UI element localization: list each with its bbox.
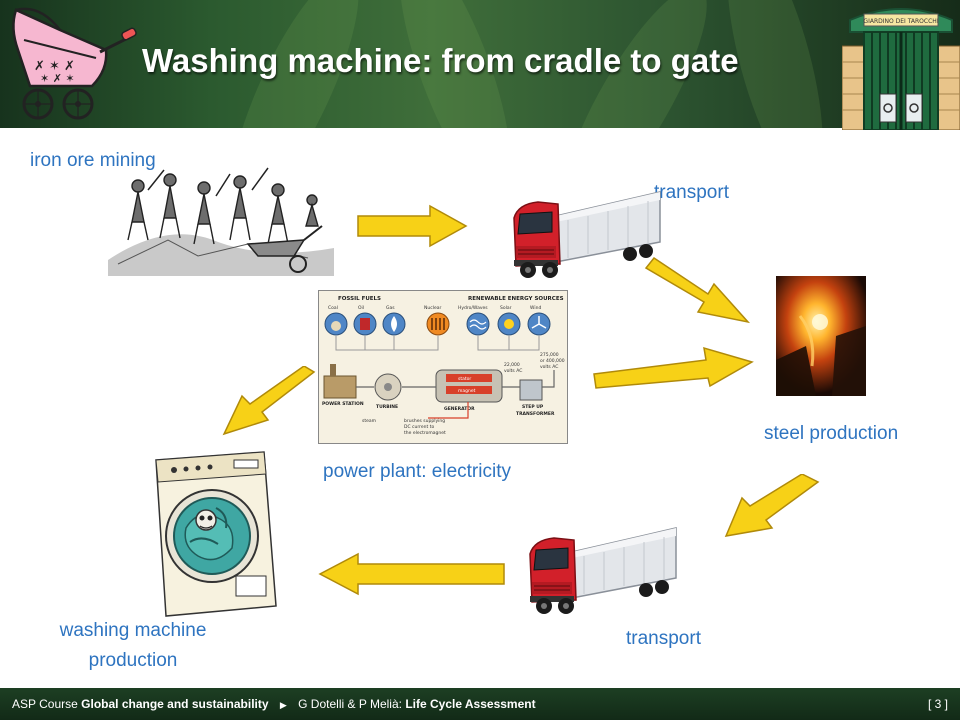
footer-page-number: [ 3 ]	[927, 697, 948, 711]
gate-sign-text: GIARDINO DEI TAROCCHI	[863, 18, 938, 25]
slide-title: Washing machine: from cradle to gate	[142, 42, 739, 79]
slide-header	[0, 0, 960, 128]
label-washing-machine-line2: production	[88, 650, 178, 671]
steel-production-photo	[776, 276, 866, 396]
hydro-label: Hydro/Waves	[458, 305, 488, 311]
magnet-label: magnet	[458, 388, 476, 394]
volts-22000-label: 22,000	[504, 362, 520, 368]
coal-label: Coal	[328, 305, 338, 311]
wind-label: Wind	[530, 305, 541, 311]
arrow-transport-to-washing	[318, 552, 505, 596]
footer-course-info: ASP Course Global change and sustainabil…	[12, 697, 536, 711]
cradle-icon: ✗ ✶ ✗ ✶ ✗ ✶	[12, 7, 137, 120]
mining-illustration	[108, 167, 334, 276]
footer-course-prefix: ASP Course	[12, 697, 78, 711]
power-plant-diagram: FOSSIL FUELS RENEWABLE ENERGY SOURCES Co…	[318, 290, 568, 444]
turbine-label: TURBINE	[376, 404, 398, 410]
washing-machine-illustration	[155, 451, 277, 617]
svg-text:✗ ✶ ✗: ✗ ✶ ✗	[34, 59, 75, 74]
brushes-line1: brushes supplying	[404, 418, 445, 424]
slide-footer: ASP Course Global change and sustainabil…	[0, 688, 960, 720]
volts-400000-label: or 400,000	[540, 358, 565, 364]
play-triangle-icon: ▶	[279, 700, 287, 710]
footer-topic: Life Cycle Assessment	[405, 697, 536, 711]
volts-275000-label: 275,000	[540, 352, 559, 358]
arrow-power-to-washing	[222, 366, 316, 436]
arrow-power-to-steel	[593, 346, 754, 389]
transformer-label: TRANSFORMER	[516, 411, 555, 417]
gas-label: Gas	[386, 305, 395, 311]
steam-label: steam	[362, 418, 376, 424]
label-transport-top: transport	[654, 182, 729, 203]
step-up-label: STEP UP	[522, 404, 544, 410]
label-steel-production: steel production	[764, 423, 899, 444]
volts-ac-label-2: volts AC	[540, 364, 558, 370]
brushes-line2: DC current to	[404, 424, 434, 430]
brushes-line3: the electromagnet	[404, 430, 446, 436]
volts-ac-label-1: volts AC	[504, 368, 522, 374]
oil-label: Oil	[358, 305, 364, 311]
nuclear-label: Nuclear	[424, 305, 441, 311]
truck-top-illustration	[513, 191, 661, 278]
footer-authors: G Dotelli & P Melià:	[298, 697, 402, 711]
label-washing-machine-production: washing machine production	[20, 616, 246, 676]
generator-label: GENERATOR	[444, 406, 475, 412]
svg-text:✶ ✗ ✶: ✶ ✗ ✶	[40, 72, 75, 85]
label-washing-machine-line1: washing machine	[59, 620, 207, 641]
footer-course-name: Global change and sustainability	[81, 697, 269, 711]
arrow-steel-to-transport	[724, 474, 820, 537]
renewable-title: RENEWABLE ENERGY SOURCES	[468, 296, 564, 302]
gate-icon: GIARDINO DEI TAROCCHI	[842, 8, 960, 130]
label-iron-ore-mining: iron ore mining	[30, 150, 156, 171]
label-transport-bottom: transport	[626, 628, 701, 649]
label-power-plant: power plant: electricity	[323, 461, 511, 482]
arrow-mining-to-transport	[357, 204, 468, 248]
arrow-transport-to-steel	[644, 256, 751, 324]
truck-bottom-illustration	[529, 527, 677, 614]
solar-label: Solar	[500, 305, 512, 311]
fossil-fuels-title: FOSSIL FUELS	[338, 296, 381, 302]
power-station-label: POWER STATION	[322, 401, 364, 407]
stator-label: stator	[458, 376, 471, 382]
